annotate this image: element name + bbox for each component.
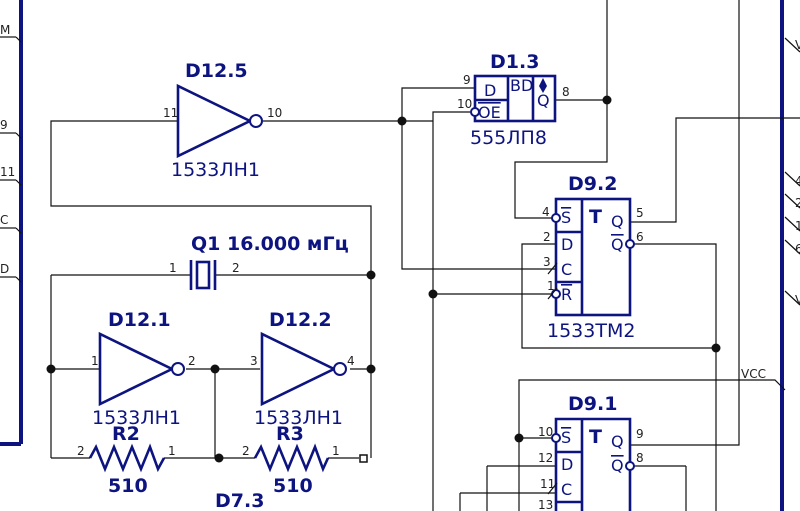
d9-2-flipflop[interactable]: D9.2 1533ТМ2 S D C R T Q Q 4 2 3 1 5 6 (542, 173, 644, 342)
d12-2-part: 1533ЛН1 (254, 407, 343, 429)
right-edge-label-2: 2 (795, 196, 800, 210)
d9-1-pin-r: 13 (538, 498, 553, 511)
d9-1-pin-q: 9 (636, 427, 644, 441)
d9-2-label-d: D (561, 235, 573, 254)
left-edge-connectors: M 9 11 C D (0, 23, 22, 283)
d12-1-part: 1533ЛН1 (92, 407, 181, 429)
wires (50, 0, 800, 511)
r2-pin-a: 2 (77, 444, 85, 458)
right-edge-label-0: V (795, 38, 800, 52)
d9-2-pin-c: 3 (543, 255, 551, 269)
d1-3-label-bd: BD (510, 76, 533, 95)
q1-value: 16.000 мГц (227, 233, 349, 255)
left-edge-label-0: M (0, 23, 10, 37)
d9-2-label-s: S (561, 208, 571, 227)
d9-1-flipflop[interactable]: D9.1 S D C T Q Q 10 12 11 13 9 8 (538, 393, 644, 511)
d12-2-inverter[interactable]: D12.2 1533ЛН1 3 4 (250, 309, 355, 429)
r2-ref: R2 (112, 423, 140, 445)
d9-1-label-qn: Q (611, 456, 624, 475)
r2-resistor[interactable]: R2 510 2 1 (77, 423, 176, 497)
d12-5-part: 1533ЛН1 (171, 159, 260, 181)
d12-2-pin-in: 3 (250, 354, 258, 368)
d12-1-pin-in: 1 (91, 354, 99, 368)
d12-2-ref: D12.2 (269, 309, 332, 331)
d9-2-pin-d: 2 (543, 230, 551, 244)
d9-1-pin-qn: 8 (636, 451, 644, 465)
d9-2-label-r: R (561, 285, 572, 304)
d1-3-pin-d: 9 (463, 73, 471, 87)
d9-2-label-c: C (561, 260, 572, 279)
d1-3-ref: D1.3 (490, 51, 539, 73)
right-edge-connectors: V 4 2 1 6 V (784, 37, 800, 307)
d9-1-pin-c: 11 (540, 477, 555, 491)
d1-3-label-q: Q (537, 91, 550, 110)
d9-2-pin-q: 5 (636, 206, 644, 220)
d12-1-inverter[interactable]: D12.1 1533ЛН1 1 2 (91, 309, 196, 429)
r3-value: 510 (273, 475, 313, 497)
q1-crystal[interactable]: Q1 16.000 мГц 1 2 (169, 233, 349, 290)
d12-2-pin-out: 4 (347, 354, 355, 368)
d9-1-pin-s: 10 (538, 425, 553, 439)
d12-5-pin-out: 10 (267, 106, 282, 120)
left-edge-label-1: 9 (0, 118, 8, 132)
d12-1-pin-out: 2 (188, 354, 196, 368)
d1-3-pin-oe: 10 (457, 97, 472, 111)
left-edge-label-3: C (0, 213, 8, 227)
d1-3-label-oe: OE (478, 103, 501, 122)
d9-1-label-c: C (561, 480, 572, 499)
d12-5-pin-in: 11 (163, 106, 178, 120)
right-edge-label-5: V (795, 293, 800, 307)
d7-3-ref: D7.3 (215, 490, 264, 511)
right-edge-label-4: 6 (795, 242, 800, 256)
d9-2-label-t: T (589, 206, 602, 228)
d1-3-label-d: D (484, 81, 496, 100)
d1-3-buffer[interactable]: D1.3 D OE BD Q 555ЛП8 9 10 8 (457, 51, 570, 149)
d9-2-pin-s: 4 (542, 205, 550, 219)
d1-3-pin-q: 8 (562, 85, 570, 99)
q1-ref: Q1 (191, 233, 220, 255)
r3-resistor[interactable]: R3 510 2 1 (242, 423, 340, 497)
r2-pin-b: 1 (168, 444, 176, 458)
right-edge-label-1: 4 (795, 174, 800, 188)
left-edge-label-4: D (0, 262, 9, 276)
right-edge-label-3: 1 (795, 219, 800, 233)
d12-5-inverter[interactable]: D12.5 1533ЛН1 11 10 (163, 60, 282, 181)
d9-1-pin-d: 12 (538, 451, 553, 465)
r3-pin-a: 2 (242, 444, 250, 458)
q1-pin2: 2 (232, 261, 240, 275)
d9-2-part: 1533ТМ2 (547, 320, 635, 342)
junction-dots (46, 95, 721, 463)
d9-1-label-d: D (561, 455, 573, 474)
r2-value: 510 (108, 475, 148, 497)
left-edge-label-2: 11 (0, 165, 15, 179)
q1-pin1: 1 (169, 261, 177, 275)
d9-2-pin-r: 1 (547, 279, 555, 293)
d9-1-label-t: T (589, 426, 602, 448)
r3-pin-b: 1 (332, 444, 340, 458)
d9-2-label-qn: Q (611, 235, 624, 254)
d9-1-label-s: S (561, 428, 571, 447)
r3-ref: R3 (276, 423, 304, 445)
d9-2-pin-qn: 6 (636, 230, 644, 244)
d12-5-ref: D12.5 (185, 60, 248, 82)
d9-1-label-q: Q (611, 432, 624, 451)
d9-2-ref: D9.2 (568, 173, 617, 195)
d12-1-ref: D12.1 (108, 309, 171, 331)
vcc-net-label: VCC (741, 367, 766, 381)
d9-2-label-q: Q (611, 212, 624, 231)
d1-3-part: 555ЛП8 (470, 127, 547, 149)
d9-1-ref: D9.1 (568, 393, 617, 415)
